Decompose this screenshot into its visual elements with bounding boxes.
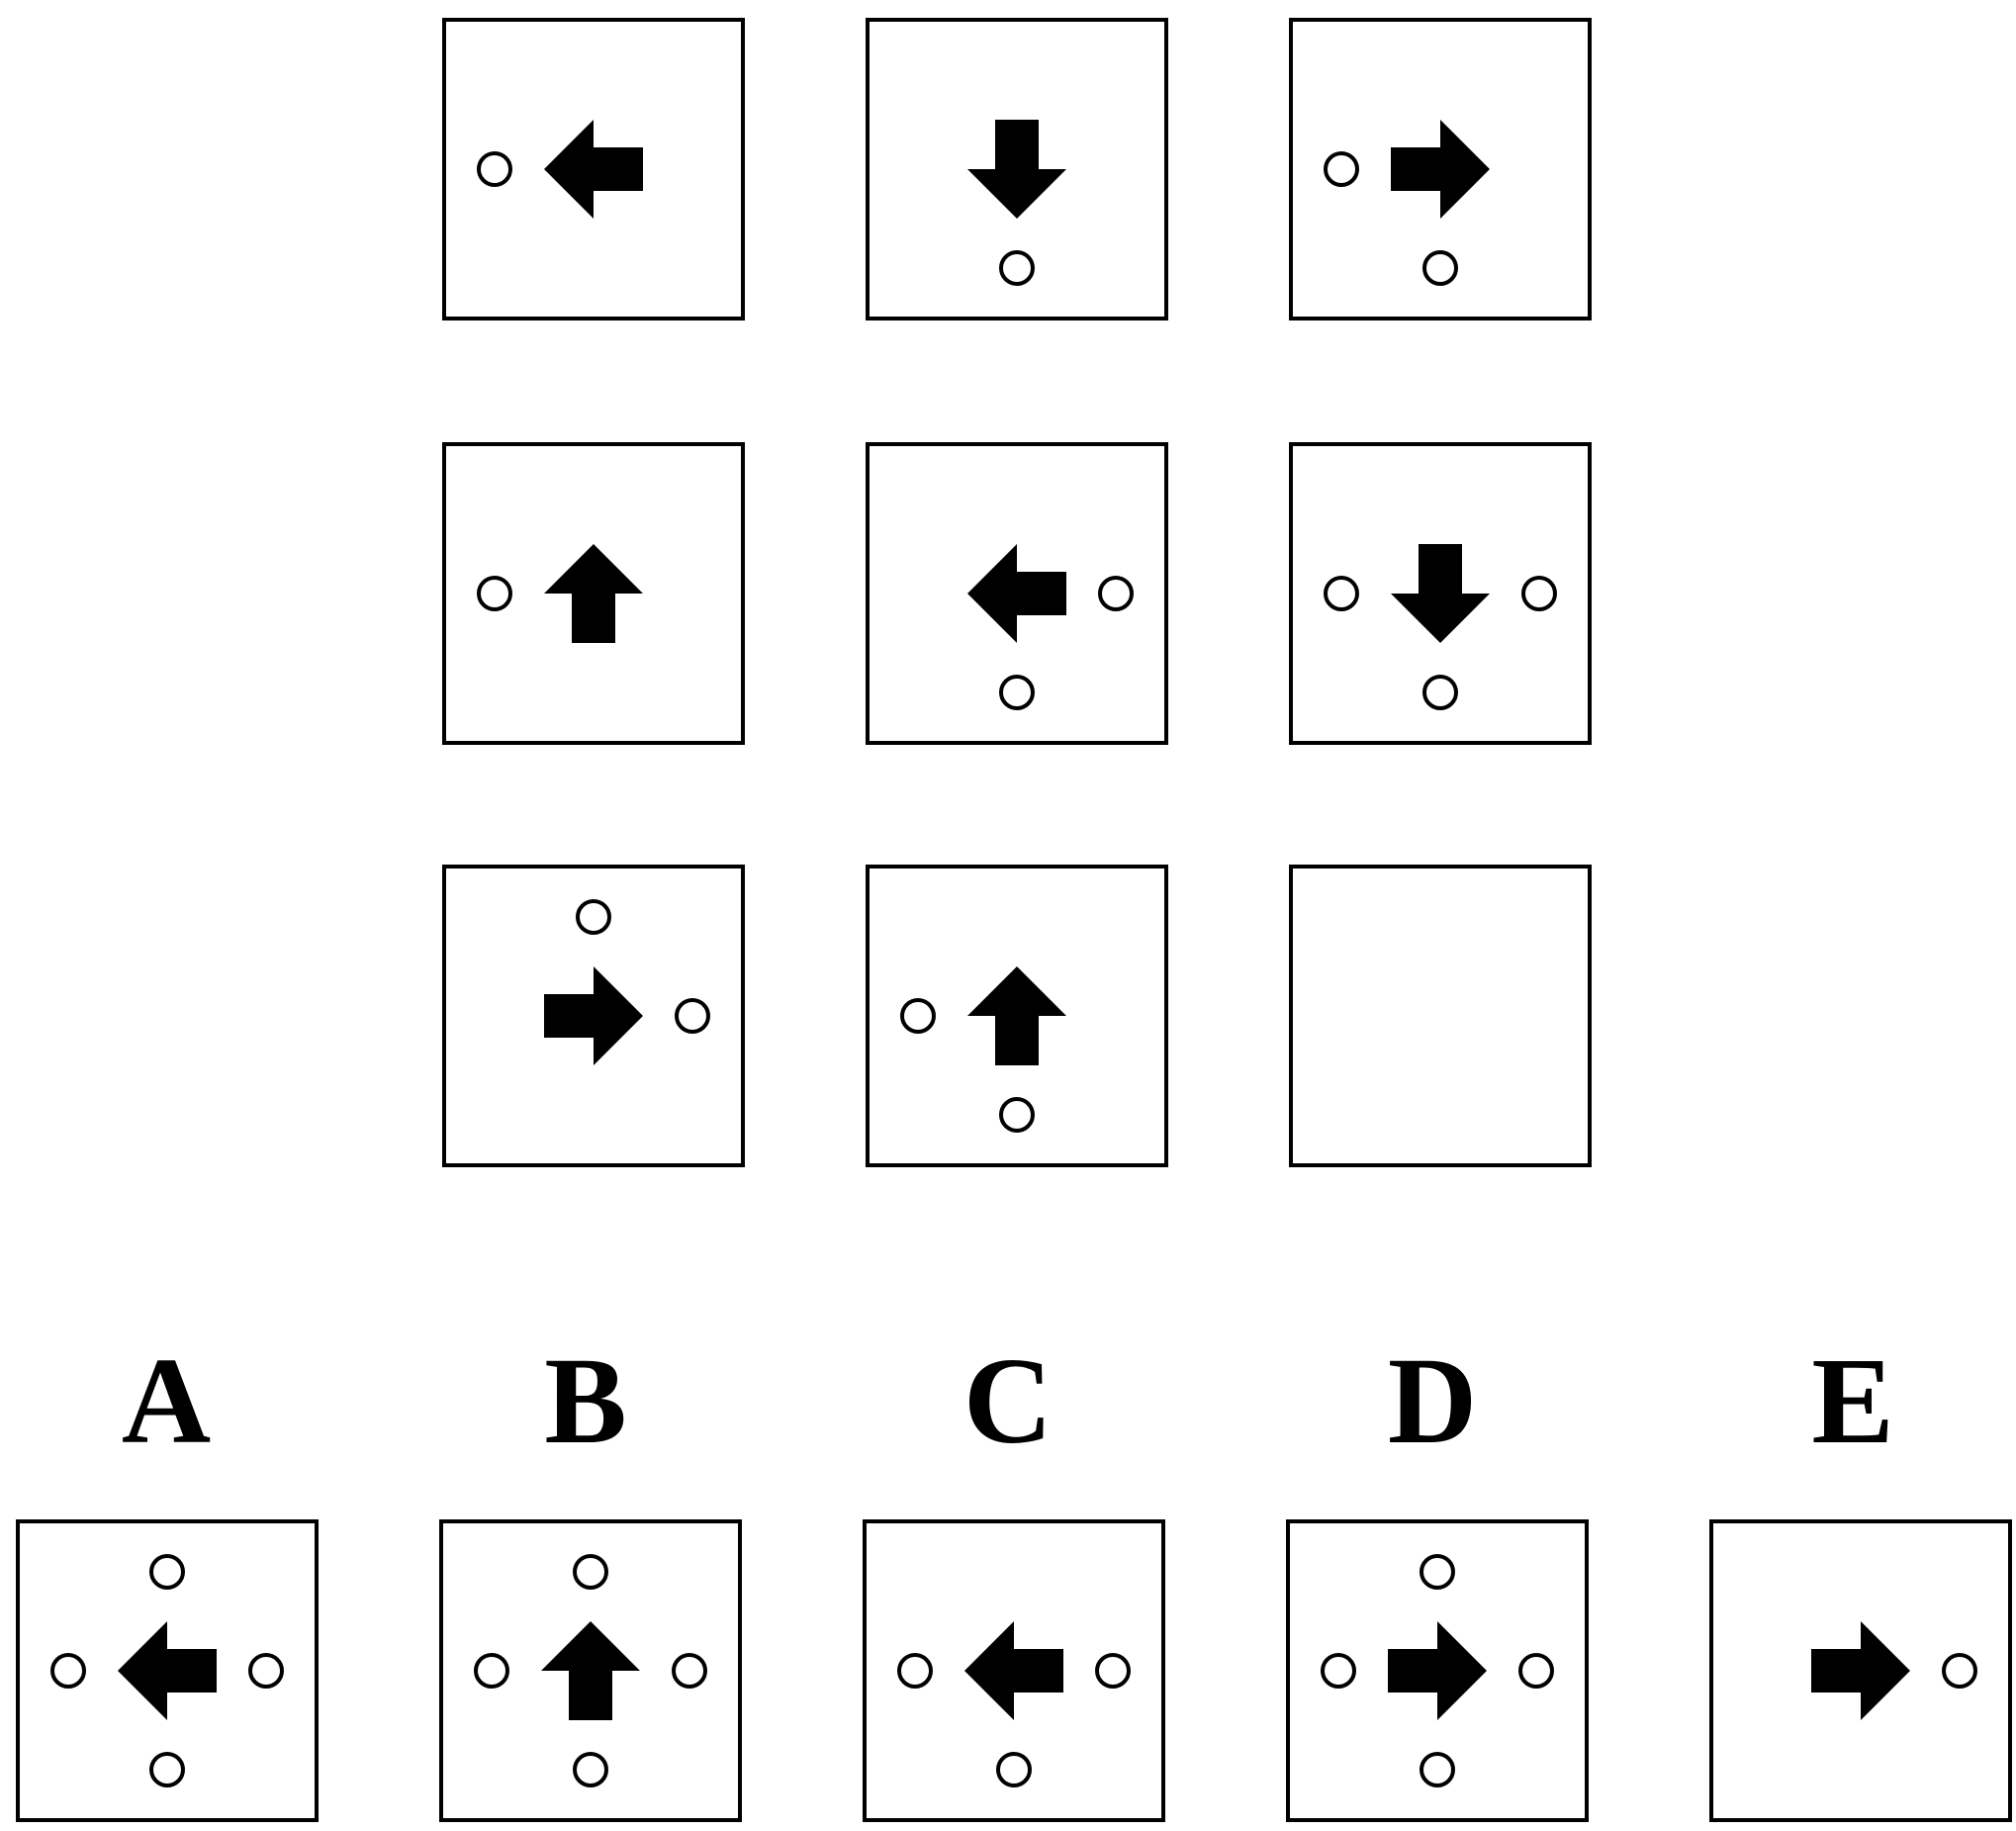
- grid-cell-r2-c1: [442, 442, 745, 745]
- arrow-right-icon: [1811, 1621, 1910, 1720]
- arrow-left-icon: [967, 544, 1066, 643]
- grid-cell-r3-c1: [442, 865, 745, 1167]
- arrow-left-icon: [118, 1621, 217, 1720]
- arrow-down-icon: [967, 120, 1066, 219]
- option-c-box: [863, 1519, 1165, 1822]
- circle-bottom-icon: [999, 250, 1035, 286]
- circle-right-icon: [1942, 1653, 1977, 1689]
- option-label-c: C: [963, 1333, 1053, 1470]
- circle-right-icon: [675, 998, 710, 1034]
- circle-bottom-icon: [573, 1752, 608, 1787]
- circle-bottom-icon: [1422, 250, 1458, 286]
- arrow-right-icon: [1391, 120, 1490, 219]
- circle-left-icon: [897, 1653, 933, 1689]
- circle-right-icon: [1518, 1653, 1554, 1689]
- circle-right-icon: [672, 1653, 707, 1689]
- circle-bottom-icon: [999, 1097, 1035, 1133]
- grid-cell-missing: [1289, 865, 1592, 1167]
- matrix-grid: [442, 18, 1592, 1167]
- circle-left-icon: [1324, 151, 1359, 187]
- arrow-down-icon: [1391, 544, 1490, 643]
- grid-cell-missing-frame: [1289, 865, 1592, 1167]
- circle-right-icon: [248, 1653, 284, 1689]
- option-label-b: B: [544, 1333, 626, 1470]
- grid-cell-r1-c3: [1289, 18, 1592, 320]
- circle-left-icon: [900, 998, 936, 1034]
- arrow-left-icon: [544, 120, 643, 219]
- option-a-box: [16, 1519, 319, 1822]
- circle-bottom-icon: [149, 1752, 185, 1787]
- circle-left-icon: [477, 576, 512, 611]
- arrow-left-icon: [964, 1621, 1063, 1720]
- circle-top-icon: [573, 1554, 608, 1590]
- option-label-a: A: [122, 1333, 211, 1470]
- circle-bottom-icon: [999, 675, 1035, 710]
- arrow-right-icon: [1388, 1621, 1487, 1720]
- grid-cell-r1-c1: [442, 18, 745, 320]
- circle-bottom-icon: [996, 1752, 1032, 1787]
- option-b-box: [439, 1519, 742, 1822]
- circle-bottom-icon: [1420, 1752, 1455, 1787]
- circle-left-icon: [1321, 1653, 1356, 1689]
- circle-right-icon: [1098, 576, 1134, 611]
- arrow-right-icon: [544, 966, 643, 1065]
- grid-cell-r2-c3: [1289, 442, 1592, 745]
- option-label-d: D: [1388, 1333, 1477, 1470]
- circle-bottom-icon: [1422, 675, 1458, 710]
- circle-top-icon: [576, 899, 611, 935]
- circle-top-icon: [1420, 1554, 1455, 1590]
- circle-left-icon: [50, 1653, 86, 1689]
- grid-cell-r3-c2: [866, 865, 1168, 1167]
- arrow-up-icon: [967, 966, 1066, 1065]
- circle-left-icon: [477, 151, 512, 187]
- grid-cell-r2-c2: [866, 442, 1168, 745]
- circle-top-icon: [149, 1554, 185, 1590]
- circle-right-icon: [1521, 576, 1557, 611]
- arrow-up-icon: [541, 1621, 640, 1720]
- option-d-box: [1286, 1519, 1589, 1822]
- option-label-e: E: [1811, 1333, 1893, 1470]
- arrow-up-icon: [544, 544, 643, 643]
- option-e-box: [1709, 1519, 2012, 1822]
- grid-cell-r1-c2: [866, 18, 1168, 320]
- circle-left-icon: [474, 1653, 509, 1689]
- answer-options: A B C D E: [16, 1333, 2012, 1822]
- circle-left-icon: [1324, 576, 1359, 611]
- circle-right-icon: [1095, 1653, 1131, 1689]
